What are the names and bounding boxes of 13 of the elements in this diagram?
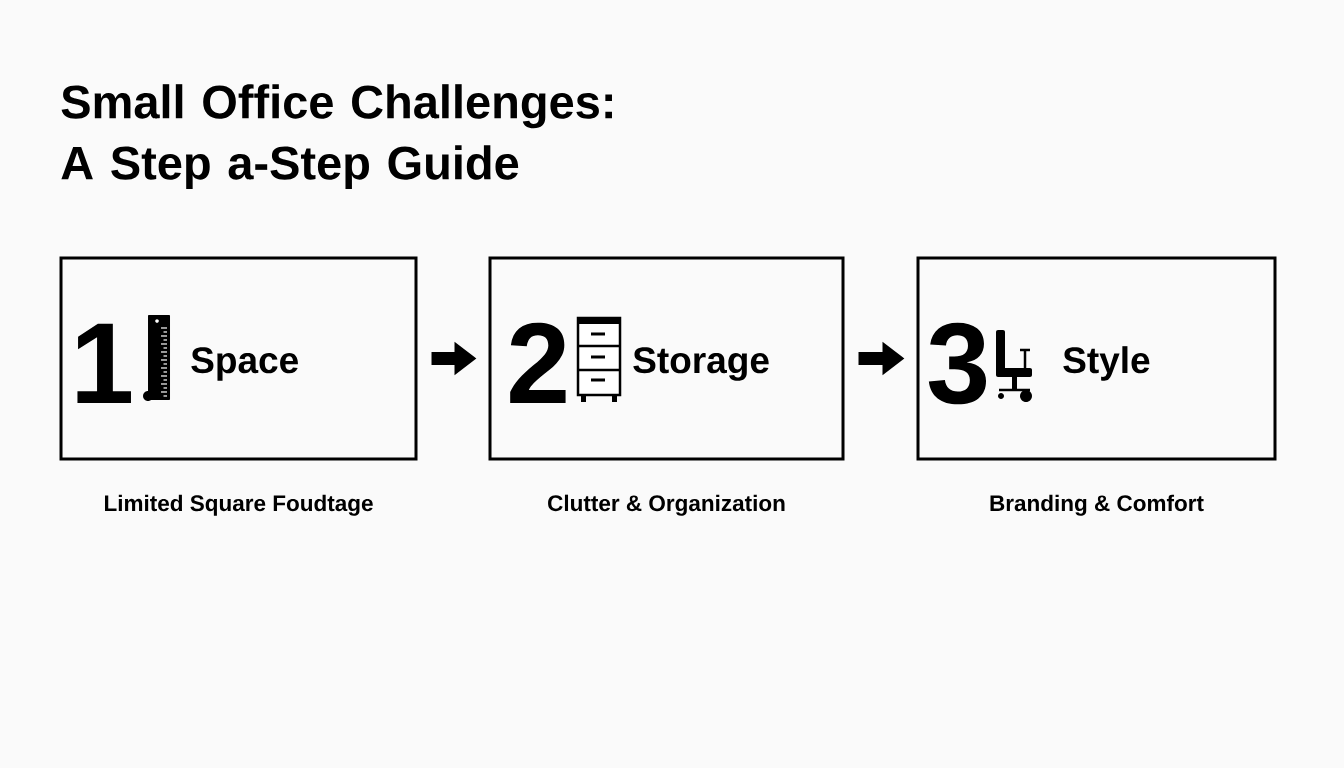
step-box [916,256,1277,461]
title: Small Office Challenges: A Step a-Step Guide [61,84,612,189]
step-box [488,256,845,461]
step-caption: Clutter & Organization [548,494,785,516]
step-label: Style [1063,346,1150,381]
step-box [59,256,418,461]
step-number: 2 [510,322,566,403]
step-label: Space [191,347,298,381]
step-label: Storage [633,347,769,381]
step-number: 1 [77,323,131,403]
step-caption: Branding & Comfort [990,494,1204,516]
step-number: 3 [928,322,986,405]
step-caption: Limited Square Foudtage [105,494,373,516]
